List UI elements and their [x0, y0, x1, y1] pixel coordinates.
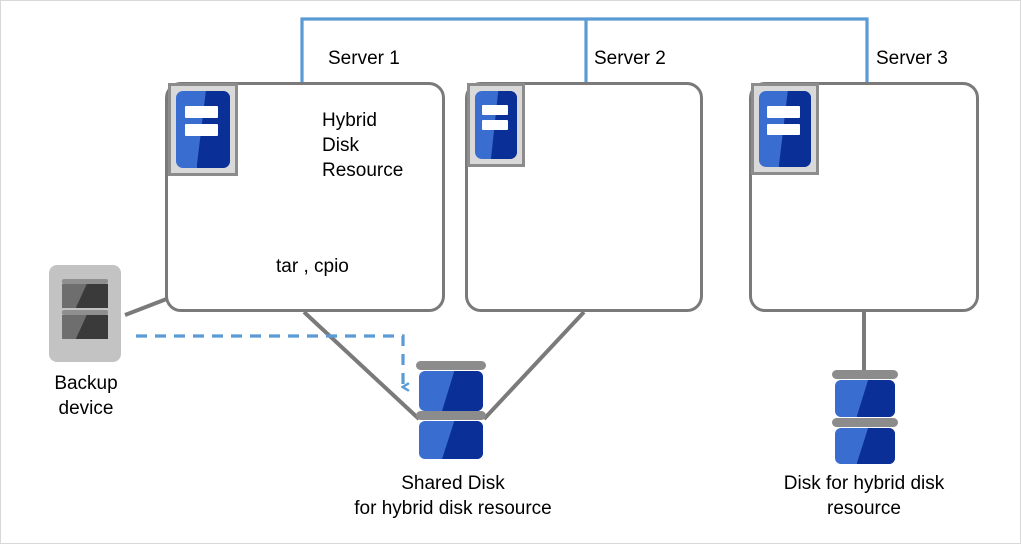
backup-flow-arrow: [136, 334, 403, 387]
backup-band: [61, 279, 109, 284]
server3-disk-icon: [832, 370, 898, 464]
cluster-network-bus: [300, 17, 869, 82]
backup-device-icon: [49, 265, 121, 362]
disk-platter: [835, 428, 895, 464]
disk-band: [416, 411, 486, 420]
backup-platter-shade: [75, 315, 109, 339]
disk-platter-shade: [442, 421, 483, 459]
shared-disk-label: Shared Disk for hybrid disk resource: [354, 473, 552, 519]
server-icon-bar: [481, 120, 508, 131]
server-2-label: Server 2: [594, 48, 666, 69]
server-1-label: Server 1: [328, 48, 400, 69]
server-icon-body: [475, 91, 517, 159]
server3-disk-label: Disk for hybrid disk resource: [783, 473, 945, 519]
server-icon-body: [176, 91, 230, 168]
backup-platter-shade: [75, 284, 109, 308]
shared-disk-icon: [416, 361, 486, 459]
disk-platter: [419, 421, 483, 459]
disk-platter-shade: [856, 428, 895, 464]
server-icon-bar: [481, 104, 508, 115]
disk-band: [832, 418, 898, 427]
server-icon-bar: [184, 106, 219, 118]
disk-platter: [419, 371, 483, 411]
server-icon-bar: [184, 124, 219, 136]
server-3-label: Server 3: [876, 48, 948, 69]
backup-device-label: Backup device: [54, 373, 118, 419]
hybrid-disk-resource-label: Hybrid Disk Resource: [322, 110, 404, 181]
server-icon-3: [751, 83, 819, 175]
backup-platter: [61, 315, 109, 339]
disk-band: [832, 370, 898, 379]
server-icon-bar: [767, 106, 800, 118]
backup-band: [61, 310, 109, 315]
backup-platter: [61, 284, 109, 308]
server-icon-bar: [767, 123, 800, 136]
disk-platter-shade: [856, 380, 895, 417]
tar-cpio-label: tar , cpio: [276, 256, 349, 277]
server-icon-body: [759, 91, 811, 167]
server-icon-2: [467, 83, 525, 167]
disk-platter-shade: [442, 371, 483, 411]
disk-band: [416, 361, 486, 370]
server-icon-1: [168, 83, 238, 176]
disk-platter: [835, 380, 895, 417]
